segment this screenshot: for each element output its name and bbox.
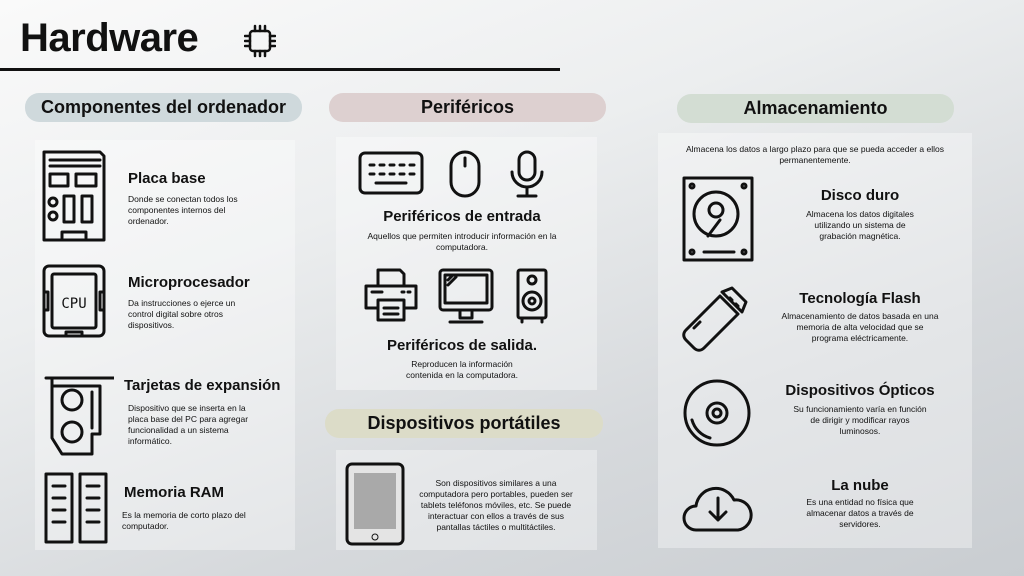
mouse-icon: [449, 150, 481, 198]
tarjetas-title: Tarjetas de expansión: [124, 377, 281, 394]
speaker-icon: [516, 268, 548, 324]
page-title: Hardware: [20, 16, 199, 60]
microprocesador-desc: Da instrucciones o ejerce un control dig…: [128, 298, 236, 330]
cloud-download-icon: [682, 486, 753, 532]
printer-icon: [364, 268, 418, 322]
optical-disc-icon: [683, 379, 751, 447]
disco-duro-title: Disco duro: [820, 187, 900, 204]
nube-title: La nube: [831, 477, 889, 494]
almacenamiento-header: Almacenamiento: [677, 94, 954, 123]
disco-duro-desc: Almacena los datos digitales utilizando …: [806, 209, 914, 241]
cpu-icon: CPU: [42, 264, 106, 338]
placa-base-title: Placa base: [128, 170, 206, 187]
flash-title: Tecnología Flash: [799, 290, 921, 307]
ram-title: Memoria RAM: [124, 484, 225, 501]
perifericos-header: Periféricos: [329, 93, 606, 122]
keyboard-icon: [358, 151, 424, 195]
entrada-title: Periféricos de entrada: [383, 208, 541, 225]
expansion-card-icon: [44, 376, 114, 456]
ram-icon: [44, 472, 108, 544]
title-divider: [0, 68, 560, 71]
portatiles-header: Dispositivos portátiles: [325, 409, 603, 438]
flash-desc: Almacenamiento de datos basada en una me…: [781, 311, 939, 343]
microprocesador-title: Microprocesador: [128, 274, 250, 291]
portatiles-desc: Son dispositivos similares a una computa…: [419, 478, 573, 532]
ram-desc: Es la memoria de corto plazo del computa…: [122, 510, 246, 531]
hard-drive-icon: [682, 176, 754, 262]
motherboard-icon: [42, 150, 106, 242]
componentes-panel: [35, 140, 295, 550]
salida-desc: Reproducen la información contenida en l…: [406, 359, 518, 380]
opticos-desc: Su funcionamiento varía en función de di…: [793, 404, 927, 436]
almacenamiento-intro: Almacena los datos a largo plazo para qu…: [685, 144, 944, 165]
chip-icon: [244, 24, 276, 58]
microphone-icon: [510, 150, 544, 198]
usb-flash-icon: [682, 286, 748, 352]
tablet-icon: [345, 462, 405, 546]
entrada-desc: Aquellos que permiten introducir informa…: [367, 231, 557, 252]
monitor-icon: [438, 268, 494, 324]
componentes-header: Componentes del ordenador: [25, 93, 302, 122]
cpu-label: CPU: [61, 296, 86, 312]
tarjetas-desc: Dispositivo que se inserta en la placa b…: [128, 403, 249, 446]
placa-base-desc: Donde se conectan todos los componentes …: [128, 194, 238, 226]
opticos-title: Dispositivos Ópticos: [785, 382, 935, 399]
perifericos-panel: [336, 137, 597, 390]
nube-desc: Es una entidad no física que almacenar d…: [806, 497, 914, 529]
salida-title: Periféricos de salida.: [386, 337, 538, 354]
